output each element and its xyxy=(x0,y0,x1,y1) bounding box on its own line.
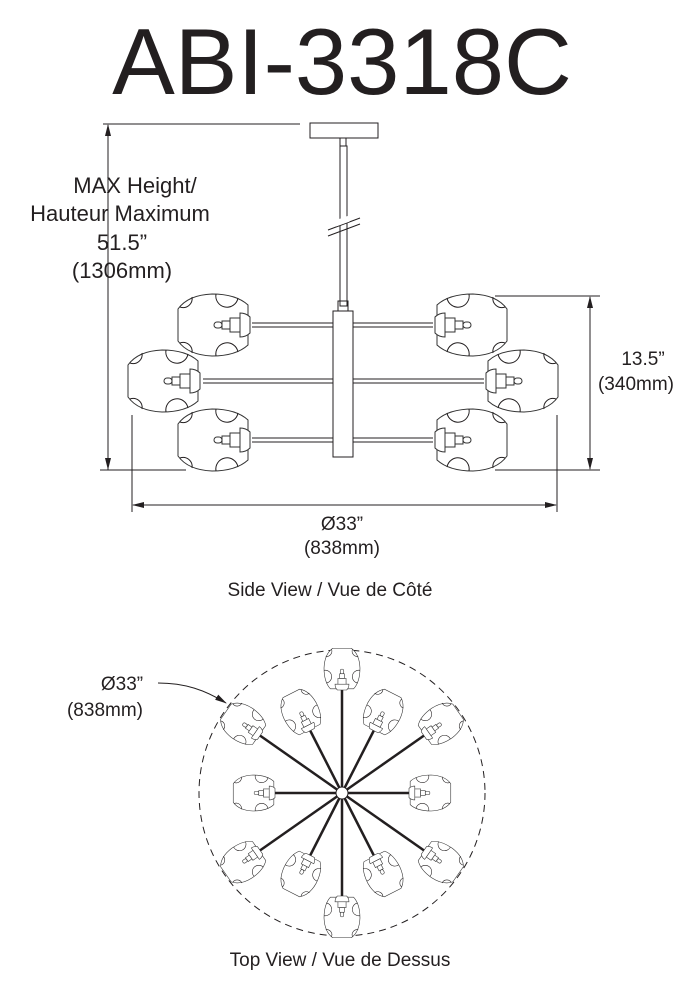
break-mark xyxy=(327,223,361,237)
globe-shade xyxy=(323,895,361,939)
body-height-inches: 13.5” xyxy=(621,349,664,370)
center-hub xyxy=(335,786,349,800)
product-title: ABI-3318C xyxy=(112,9,572,114)
canopy-fitting xyxy=(339,137,347,147)
top-view-caption: Top View / Vue de Dessus xyxy=(230,950,451,971)
globe-shade xyxy=(417,702,464,745)
center-body xyxy=(332,310,354,458)
globe-shade xyxy=(220,841,267,884)
arm xyxy=(259,791,343,852)
top-diameter-mm: (838mm) xyxy=(67,700,143,721)
height-label-1: MAX Height/ xyxy=(73,173,197,198)
height-label-3: 51.5” xyxy=(97,230,147,255)
diameter-leader-arrow xyxy=(157,682,227,704)
side-view: MAX Height/ Hauteur Maximum 51.5” (1306m… xyxy=(30,122,674,601)
globe-shade xyxy=(485,349,559,413)
globe-shade xyxy=(362,688,404,736)
side-view-caption: Side View / Vue de Côté xyxy=(228,580,433,601)
arm xyxy=(309,730,344,794)
globe-shade xyxy=(177,293,251,357)
globe-shade xyxy=(280,688,322,736)
globe-shade xyxy=(434,293,508,357)
break-mark xyxy=(327,217,361,231)
top-diameter-inches: Ø33” xyxy=(101,674,143,695)
arm xyxy=(259,734,343,795)
height-label-2: Hauteur Maximum xyxy=(30,201,210,226)
body-height-mm: (340mm) xyxy=(598,374,674,395)
globe-shade xyxy=(323,647,361,691)
globe-shade xyxy=(220,702,267,745)
side-diameter-mm: (838mm) xyxy=(304,538,380,559)
globe-shade xyxy=(280,850,322,898)
globe-shade xyxy=(362,850,404,898)
globe-shade xyxy=(417,841,464,884)
arm xyxy=(341,734,425,795)
side-diameter-inches: Ø33” xyxy=(321,514,363,535)
globe-shade xyxy=(232,774,276,812)
arm xyxy=(340,792,375,856)
globe-shade xyxy=(408,774,452,812)
stem xyxy=(339,145,348,307)
globe-shade xyxy=(434,408,508,472)
globe-shade xyxy=(127,349,201,413)
globe-shade xyxy=(177,408,251,472)
height-label-4: (1306mm) xyxy=(72,258,172,283)
arm xyxy=(341,791,425,852)
canopy xyxy=(309,122,379,139)
arm xyxy=(309,792,344,856)
top-view: Ø33” (838mm) Top View / Vue de Dessus xyxy=(67,647,486,971)
arm xyxy=(340,730,375,794)
